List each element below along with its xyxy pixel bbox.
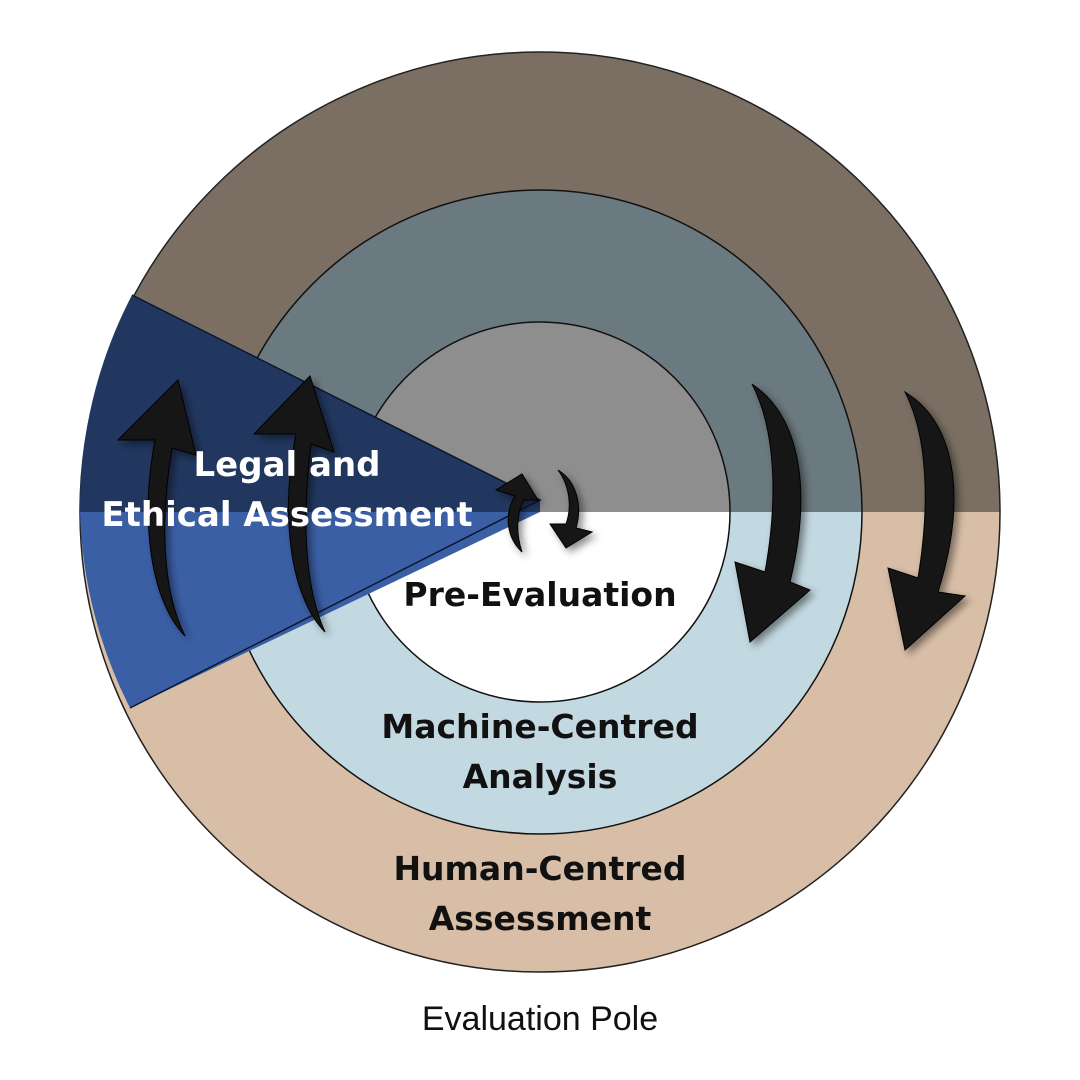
flow-arrows: [116, 375, 967, 651]
human-centred-label-line1: Human-Centred: [393, 849, 686, 888]
diagram-caption: Evaluation Pole: [422, 1000, 658, 1038]
cycle-arrow-left-icon: [494, 473, 539, 553]
wedge-label-line2: Ethical Assessment: [101, 495, 472, 535]
wedge-label-line1: Legal and: [194, 445, 381, 485]
wedge-border: [129, 294, 542, 709]
human-centred-label-line2: Assessment: [429, 899, 652, 938]
arrow-up-outer-icon: [116, 379, 197, 637]
arrow-up-inner-icon: [252, 375, 335, 633]
machine-centred-label-line2: Analysis: [463, 757, 618, 796]
inner-circle-bottom: [350, 512, 730, 702]
inner-circle-pre-evaluation: [349, 321, 731, 703]
machine-centred-label-line1: Machine-Centred: [381, 707, 698, 746]
pre-evaluation-label: Pre-Evaluation: [403, 575, 676, 614]
cycle-arrow-right-icon: [549, 469, 594, 549]
arrow-down-middle-icon: [734, 383, 811, 643]
arrow-down-outer-icon: [887, 390, 967, 651]
